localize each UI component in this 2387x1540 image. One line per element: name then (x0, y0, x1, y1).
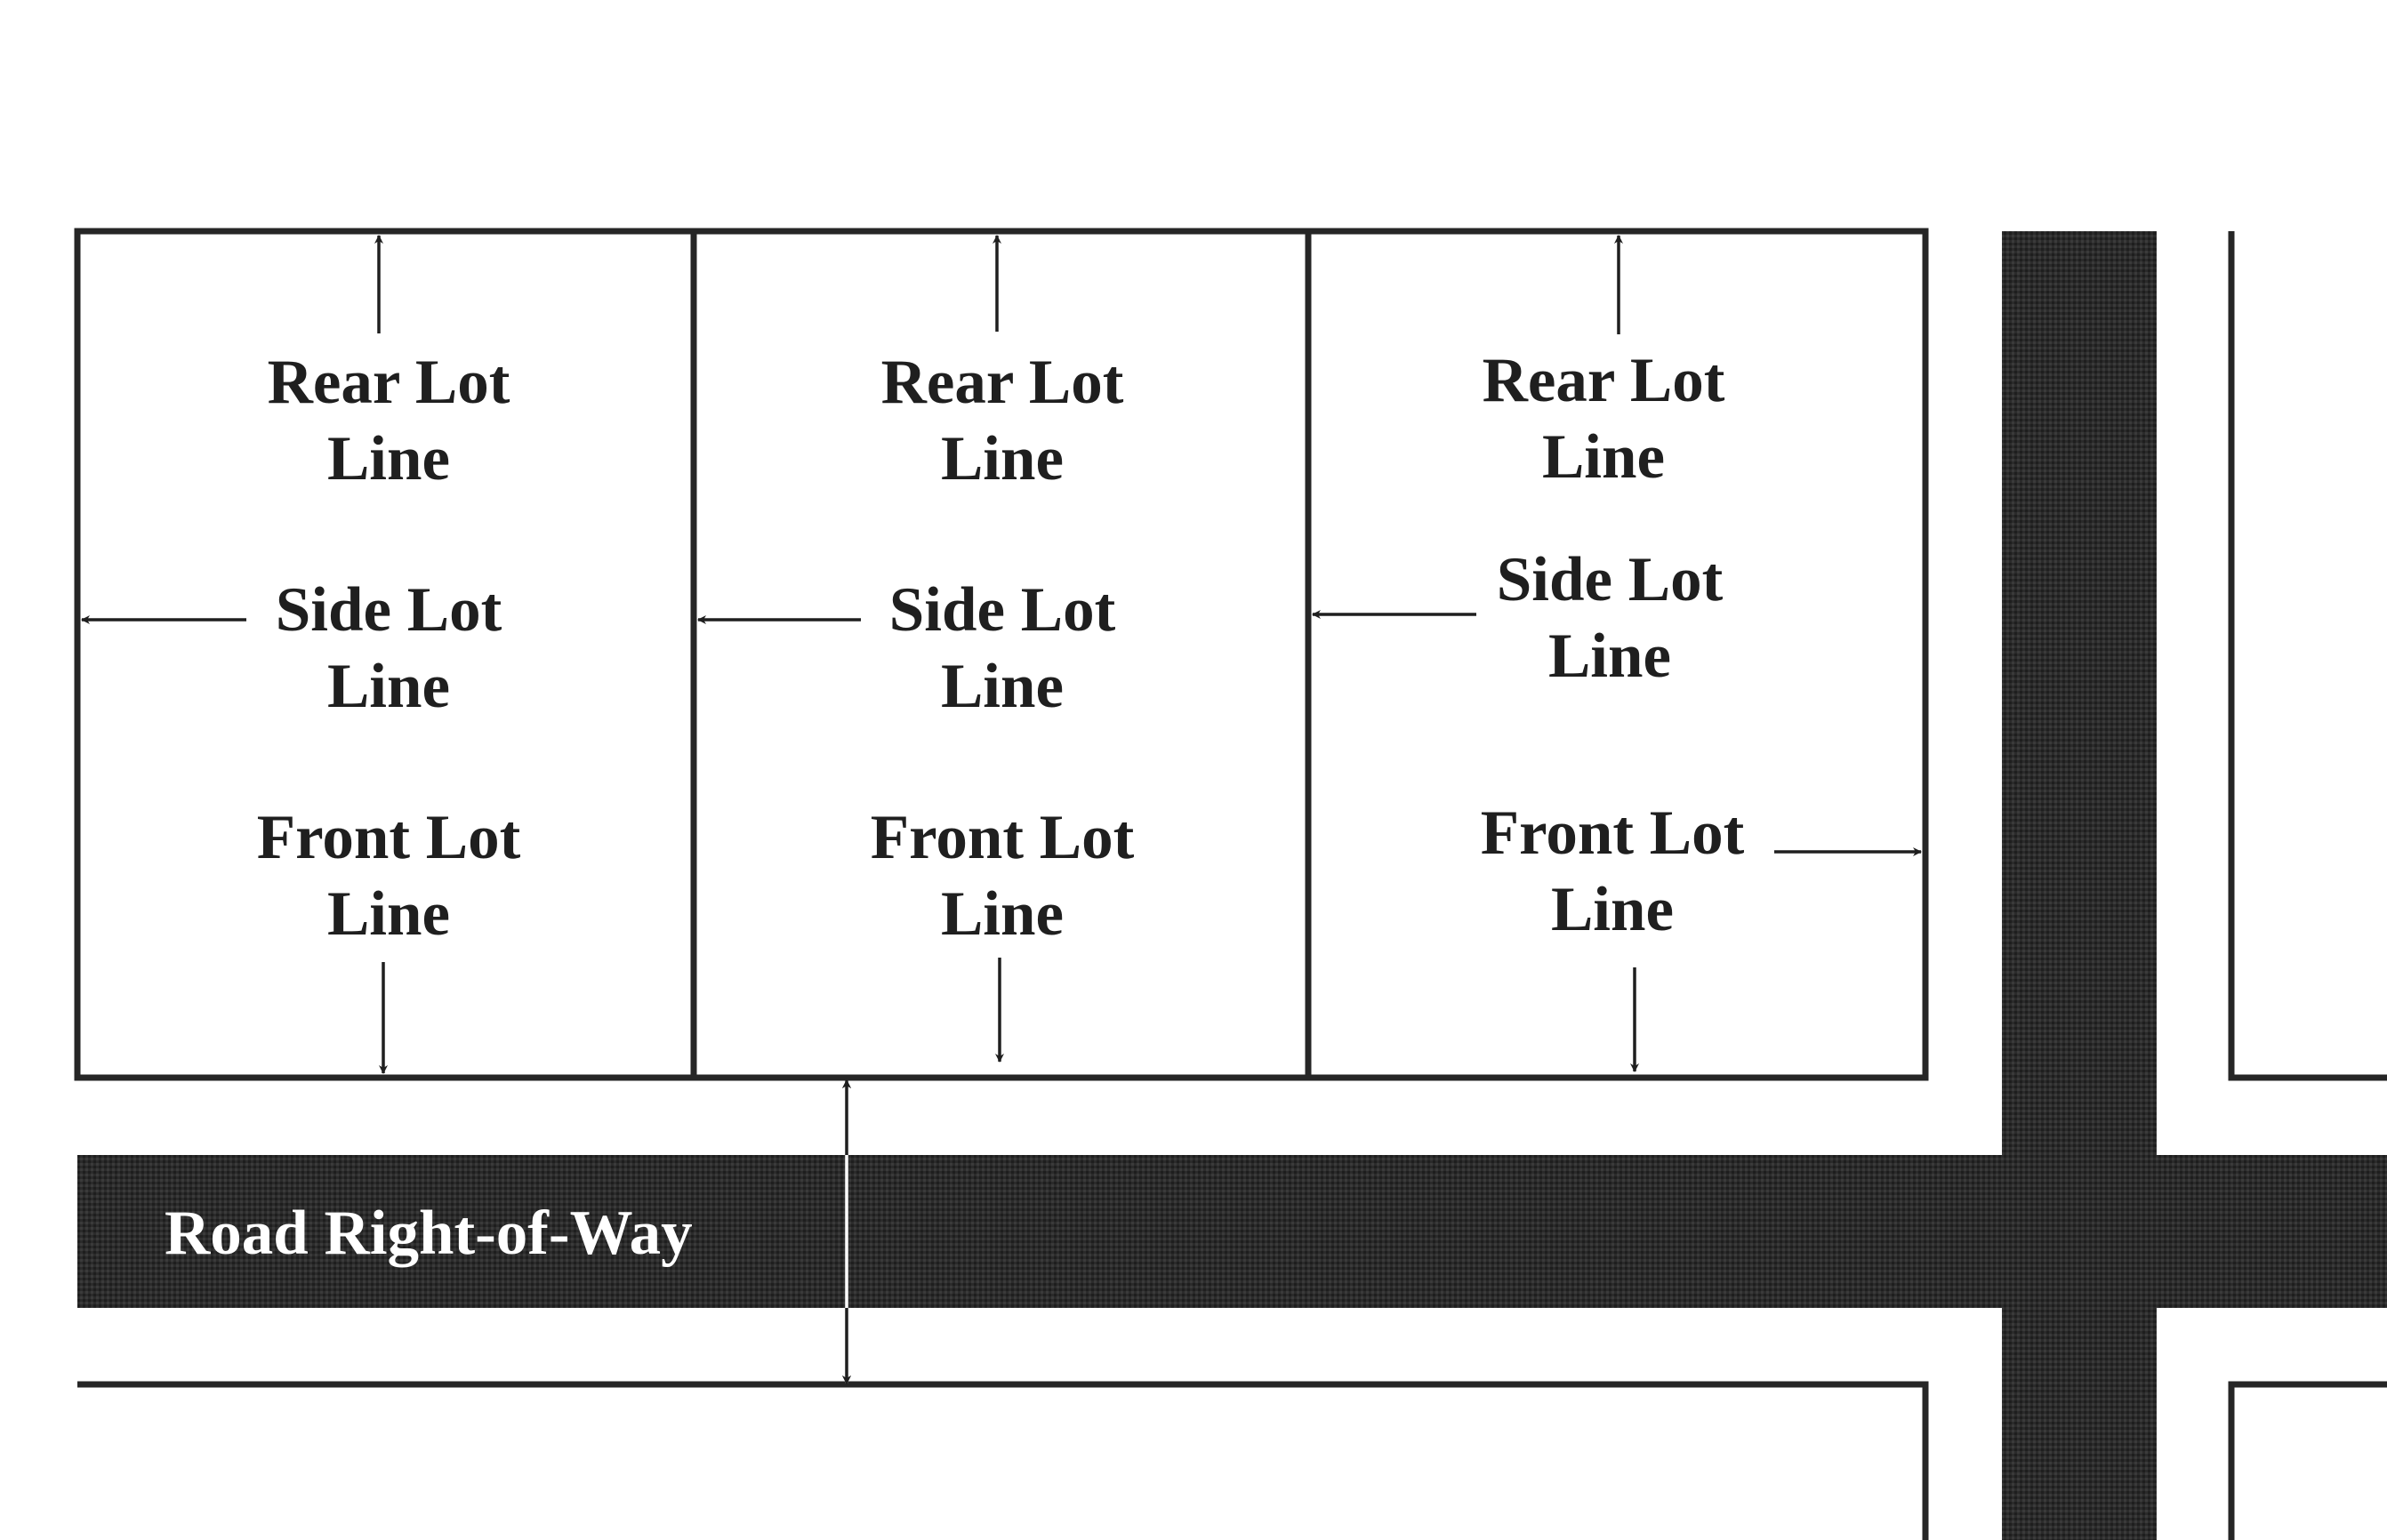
front-lot-line-label-line2: Line (1551, 875, 1674, 944)
front-lot-line-label-line2: Line (941, 879, 1064, 949)
rear-lot-line-label-line2: Line (327, 424, 450, 493)
front-lot-line-label-line2: Line (327, 879, 450, 949)
side-lot-line-label: Side Lot (889, 575, 1116, 645)
adjacent-parcel-top-right (2228, 231, 2387, 1081)
adjacent-parcel-bottom-right (2228, 1381, 2387, 1540)
side-lot-line-label-line2: Line (327, 652, 450, 721)
lot-block-outline (74, 228, 1929, 1081)
side-lot-line-label: Side Lot (1497, 545, 1724, 614)
side-lot-line-label: Side Lot (276, 575, 502, 645)
side-lot-line-label-line2: Line (941, 652, 1064, 721)
front-lot-line-label: Front Lot (1481, 798, 1745, 868)
rear-lot-line-label-line2: Line (1542, 422, 1665, 492)
lot-2: Rear Lot Line Side Lot Line Front Lot Li… (697, 235, 1135, 1063)
adjacent-parcel-bottom (77, 1381, 1929, 1540)
rear-lot-line-label-line2: Line (941, 424, 1064, 493)
rear-lot-line-label: Rear Lot (881, 348, 1124, 417)
road-vertical (2002, 231, 2157, 1540)
rear-lot-line-label: Rear Lot (1483, 346, 1725, 415)
road-right-of-way-label: Road Right-of-Way (165, 1199, 693, 1268)
rear-lot-line-label: Rear Lot (268, 348, 510, 417)
side-lot-line-label-line2: Line (1548, 622, 1671, 691)
lot-1: Rear Lot Line Side Lot Line Front Lot Li… (81, 235, 521, 1074)
front-lot-line-label: Front Lot (257, 803, 521, 872)
front-lot-line-label: Front Lot (871, 803, 1135, 872)
lot-3: Rear Lot Line Side Lot Line Front Lot Li… (1312, 235, 1922, 1072)
